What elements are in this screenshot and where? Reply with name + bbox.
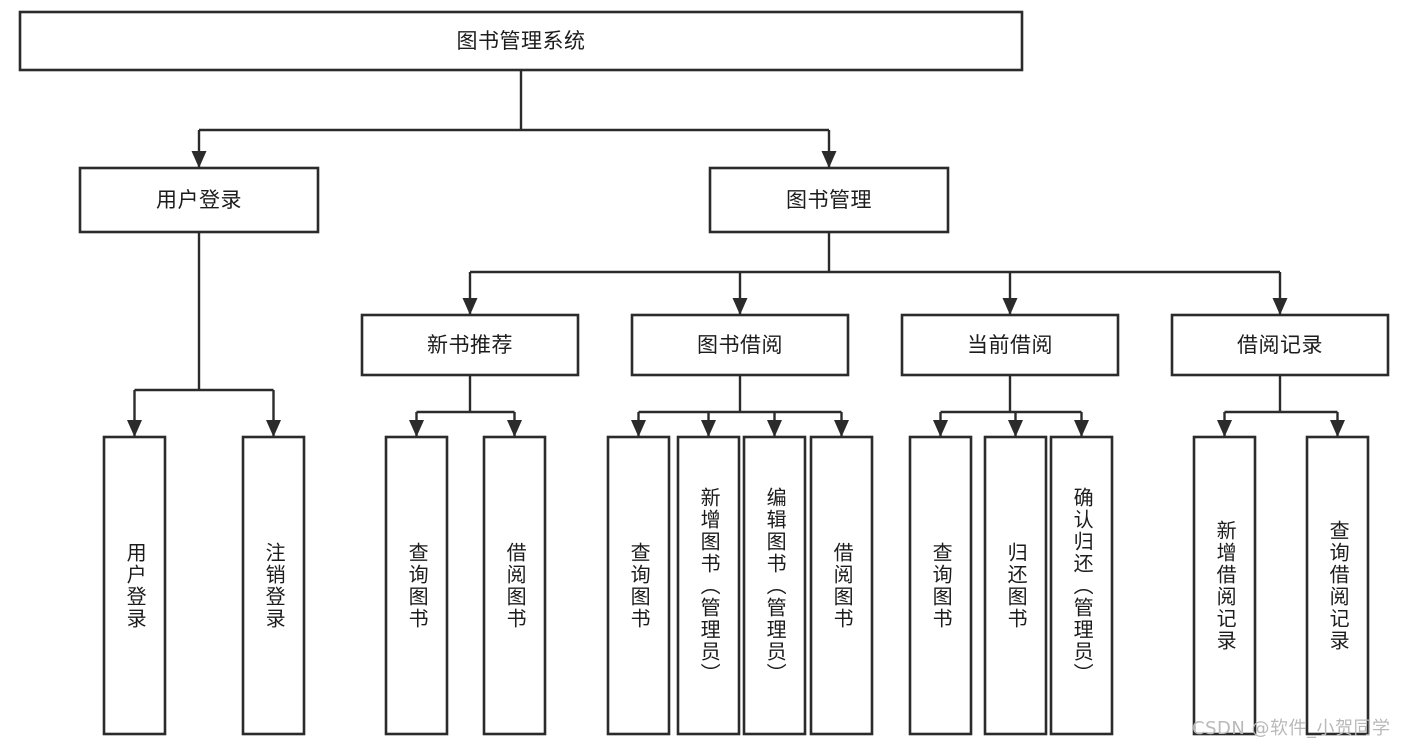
node-current-borrow: 当前借阅 [900, 313, 1120, 377]
arrow-head-icon-borrow-record [1272, 298, 1288, 315]
node-box-leaf-query-book-3 [908, 435, 973, 736]
node-borrow-record: 借阅记录 [1170, 313, 1390, 377]
node-label-new-book-recommend: 新书推荐 [427, 333, 513, 357]
node-book-manage: 图书管理 [708, 166, 950, 234]
node-box-leaf-add-book [676, 435, 741, 736]
node-box-leaf-add-record [1192, 435, 1257, 736]
arrow-head-icon-book-manage [821, 151, 837, 168]
node-box-leaf-return-book [983, 435, 1048, 736]
node-leaf-borrow-book-2 [809, 435, 874, 736]
arrow-head-icon-leaf-return-book [1008, 420, 1023, 437]
node-leaf-borrow-book-1 [482, 435, 547, 736]
csdn-watermark: CSDN @软件_小贺同学 [1192, 718, 1391, 739]
arrow-head-icon-leaf-borrow-book-1 [507, 420, 522, 437]
node-leaf-query-book-1 [384, 435, 449, 736]
node-leaf-add-book [676, 435, 741, 736]
node-leaf-user-login [102, 435, 167, 736]
node-root: 图书管理系统 [18, 10, 1024, 72]
node-box-leaf-borrow-book-1 [482, 435, 547, 736]
node-box-leaf-query-book-2 [606, 435, 671, 736]
node-box-borrow-record [1170, 313, 1390, 377]
node-box-current-borrow [900, 313, 1120, 377]
node-box-book-manage [708, 166, 950, 234]
node-leaf-edit-book [742, 435, 807, 736]
node-box-leaf-query-record [1305, 435, 1370, 736]
arrow-head-icon-leaf-user-login [127, 420, 142, 437]
arrow-head-icon-leaf-edit-book [767, 420, 782, 437]
node-leaf-logout [241, 435, 306, 736]
node-box-new-book-recommend [360, 313, 580, 377]
node-leaf-confirm-return [1049, 435, 1114, 736]
arrow-head-icon-leaf-query-book-2 [631, 420, 646, 437]
node-leaf-query-book-2 [606, 435, 671, 736]
node-box-root [18, 10, 1024, 72]
arrow-head-icon-new-book-recommend [462, 298, 478, 315]
arrow-head-icon-leaf-confirm-return [1074, 420, 1089, 437]
node-label-book-borrow: 图书借阅 [697, 333, 783, 357]
arrow-head-icon-leaf-add-record [1217, 420, 1232, 437]
node-box-book-borrow [630, 313, 850, 377]
node-box-user-login [78, 166, 320, 234]
edges-layer [127, 70, 1345, 437]
arrow-head-icon-current-borrow [1002, 298, 1018, 315]
arrow-head-icon-leaf-add-book [701, 420, 716, 437]
node-box-leaf-logout [241, 435, 306, 736]
node-leaf-add-record [1192, 435, 1257, 736]
node-label-user-login: 用户登录 [156, 188, 242, 212]
node-label-current-borrow: 当前借阅 [967, 333, 1053, 357]
node-box-leaf-query-book-1 [384, 435, 449, 736]
node-box-leaf-confirm-return [1049, 435, 1114, 736]
arrow-head-icon-leaf-query-book-1 [409, 420, 424, 437]
node-leaf-query-record [1305, 435, 1370, 736]
arrow-head-icon-book-borrow [732, 298, 748, 315]
node-label-root: 图书管理系统 [457, 29, 586, 53]
node-box-leaf-edit-book [742, 435, 807, 736]
arrow-head-icon-leaf-borrow-book-2 [834, 420, 849, 437]
node-box-leaf-borrow-book-2 [809, 435, 874, 736]
node-leaf-query-book-3 [908, 435, 973, 736]
node-leaf-return-book [983, 435, 1048, 736]
node-new-book-recommend: 新书推荐 [360, 313, 580, 377]
node-box-leaf-user-login [102, 435, 167, 736]
arrow-head-icon-user-login [191, 151, 207, 168]
arrow-head-icon-leaf-logout [266, 420, 281, 437]
node-label-book-manage: 图书管理 [786, 188, 872, 212]
node-user-login: 用户登录 [78, 166, 320, 234]
node-book-borrow: 图书借阅 [630, 313, 850, 377]
arrow-head-icon-leaf-query-record [1330, 420, 1345, 437]
node-label-borrow-record: 借阅记录 [1237, 333, 1323, 357]
arrow-head-icon-leaf-query-book-3 [933, 420, 948, 437]
